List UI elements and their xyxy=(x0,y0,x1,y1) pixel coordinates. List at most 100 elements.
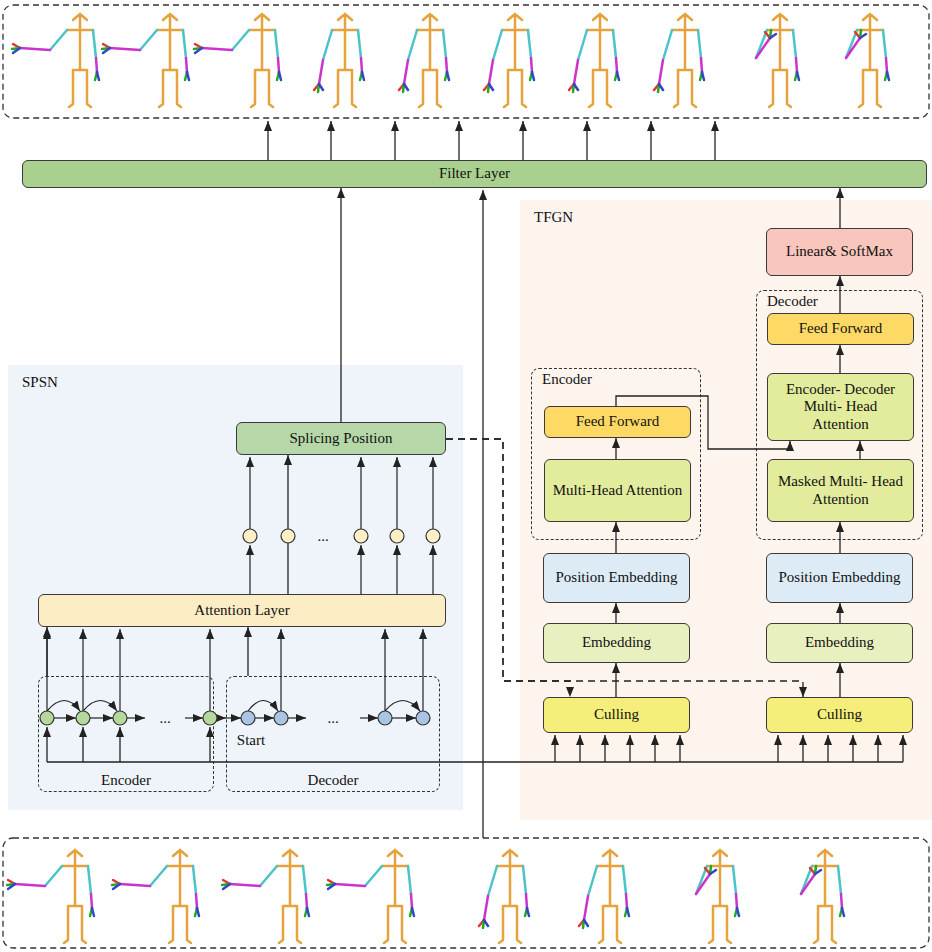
group-label: Decoder xyxy=(767,293,818,310)
decoder-state xyxy=(378,711,392,725)
wire-arrow xyxy=(46,727,47,762)
skeleton xyxy=(112,850,199,943)
encoder-state xyxy=(203,711,217,725)
decoder-state xyxy=(241,711,255,725)
skeleton xyxy=(7,850,94,943)
wire-arrow xyxy=(90,717,113,718)
connector xyxy=(615,522,616,553)
decoder-state xyxy=(416,711,430,725)
wire-arrow xyxy=(482,190,483,838)
connector xyxy=(247,627,248,676)
box-label: Encoder- Decoder Multi- Head Attention xyxy=(774,381,907,433)
box-label: Position Embedding xyxy=(778,569,900,586)
attention-output xyxy=(243,529,257,543)
annotation-text: ... xyxy=(159,710,170,726)
connector xyxy=(859,441,860,459)
skeleton xyxy=(194,14,281,107)
module-panel: SPSNSplicing PositionAttention LayerEnco… xyxy=(8,365,463,810)
wire-arrow xyxy=(185,717,203,718)
connector xyxy=(839,276,840,313)
wire-arrow xyxy=(396,545,397,594)
wire-arrow xyxy=(249,545,250,594)
wire-arrow xyxy=(522,121,523,160)
wire-arrow xyxy=(330,121,331,160)
box-label: Attention Layer xyxy=(194,602,289,619)
skeleton xyxy=(654,14,704,107)
skeleton xyxy=(484,14,534,107)
wire-arrow xyxy=(209,727,210,762)
process-box: Position Embedding xyxy=(543,553,690,603)
annotation-text: Start xyxy=(237,732,265,748)
process-box: Culling xyxy=(543,697,690,733)
connector xyxy=(615,663,616,697)
decoder-state xyxy=(274,711,288,725)
wire-arrow xyxy=(54,717,76,718)
connector xyxy=(839,188,840,228)
box-label: Splicing Position xyxy=(290,430,393,447)
box-label: Feed Forward xyxy=(576,413,660,430)
wire-arrow xyxy=(877,735,878,762)
group-label: Encoder xyxy=(542,371,592,388)
wire-arrow xyxy=(432,545,433,594)
skeleton xyxy=(12,14,99,107)
wire-arrow xyxy=(714,121,715,160)
process-box: Attention Layer xyxy=(38,594,446,627)
output-arrows xyxy=(268,121,715,160)
wire-arrow xyxy=(852,735,853,762)
annotation: ... xyxy=(327,709,338,727)
wire-arrow xyxy=(82,727,83,762)
process-box: Position Embedding xyxy=(766,553,913,603)
skeleton xyxy=(569,14,619,107)
connector xyxy=(839,522,840,553)
wire-arrow xyxy=(802,735,803,762)
wire-arrow xyxy=(360,717,378,718)
group-frame: DecoderFeed ForwardEncoder- Decoder Mult… xyxy=(756,290,923,540)
encoder-state xyxy=(76,711,90,725)
wire-arrow xyxy=(360,545,361,594)
skeleton xyxy=(579,850,629,943)
connector xyxy=(615,603,616,623)
box-label: Multi-Head Attention xyxy=(553,482,683,499)
box-label: Filter Layer xyxy=(439,165,510,182)
group-label: Decoder xyxy=(308,772,359,789)
skeleton xyxy=(479,850,529,943)
box-label: Embedding xyxy=(582,634,651,651)
process-box: Filter Layer xyxy=(22,160,927,188)
wire-arrow xyxy=(394,121,395,160)
wire-arrow xyxy=(422,629,423,711)
wire-arrow xyxy=(629,735,630,762)
skeleton xyxy=(327,850,414,943)
box-label: Feed Forward xyxy=(799,320,883,337)
wire-arrow xyxy=(384,629,385,711)
annotation: ... xyxy=(159,709,170,727)
connector xyxy=(839,663,840,697)
process-box: Feed Forward xyxy=(544,406,691,438)
annotation-text: ... xyxy=(327,710,338,726)
box-label: Culling xyxy=(817,706,862,723)
wire-arrow xyxy=(249,457,250,529)
encoder-state xyxy=(113,711,127,725)
wire-arrow xyxy=(46,629,47,711)
wire-arrow xyxy=(586,121,587,160)
attention-output xyxy=(354,529,368,543)
wire-arrow xyxy=(119,629,120,711)
box-label: Culling xyxy=(594,706,639,723)
skeleton xyxy=(102,14,189,107)
wire-arrow xyxy=(288,717,306,718)
wire xyxy=(47,761,903,762)
process-box: Linear& SoftMax xyxy=(766,228,913,276)
wire-arrow xyxy=(902,735,903,762)
wire-arrow xyxy=(579,735,580,762)
wire-arrow xyxy=(280,629,281,711)
wire-arrow xyxy=(554,735,555,762)
wire-arrow xyxy=(650,121,651,160)
annotation-text: ... xyxy=(317,528,328,544)
wire-arrow xyxy=(127,717,145,718)
wire-arrow xyxy=(604,735,605,762)
wire-arrow xyxy=(267,121,268,160)
input-skeletons xyxy=(7,850,844,943)
box-label: Embedding xyxy=(805,634,874,651)
wire-arrow xyxy=(209,629,210,711)
skeleton xyxy=(756,14,799,107)
skeleton xyxy=(314,14,364,107)
